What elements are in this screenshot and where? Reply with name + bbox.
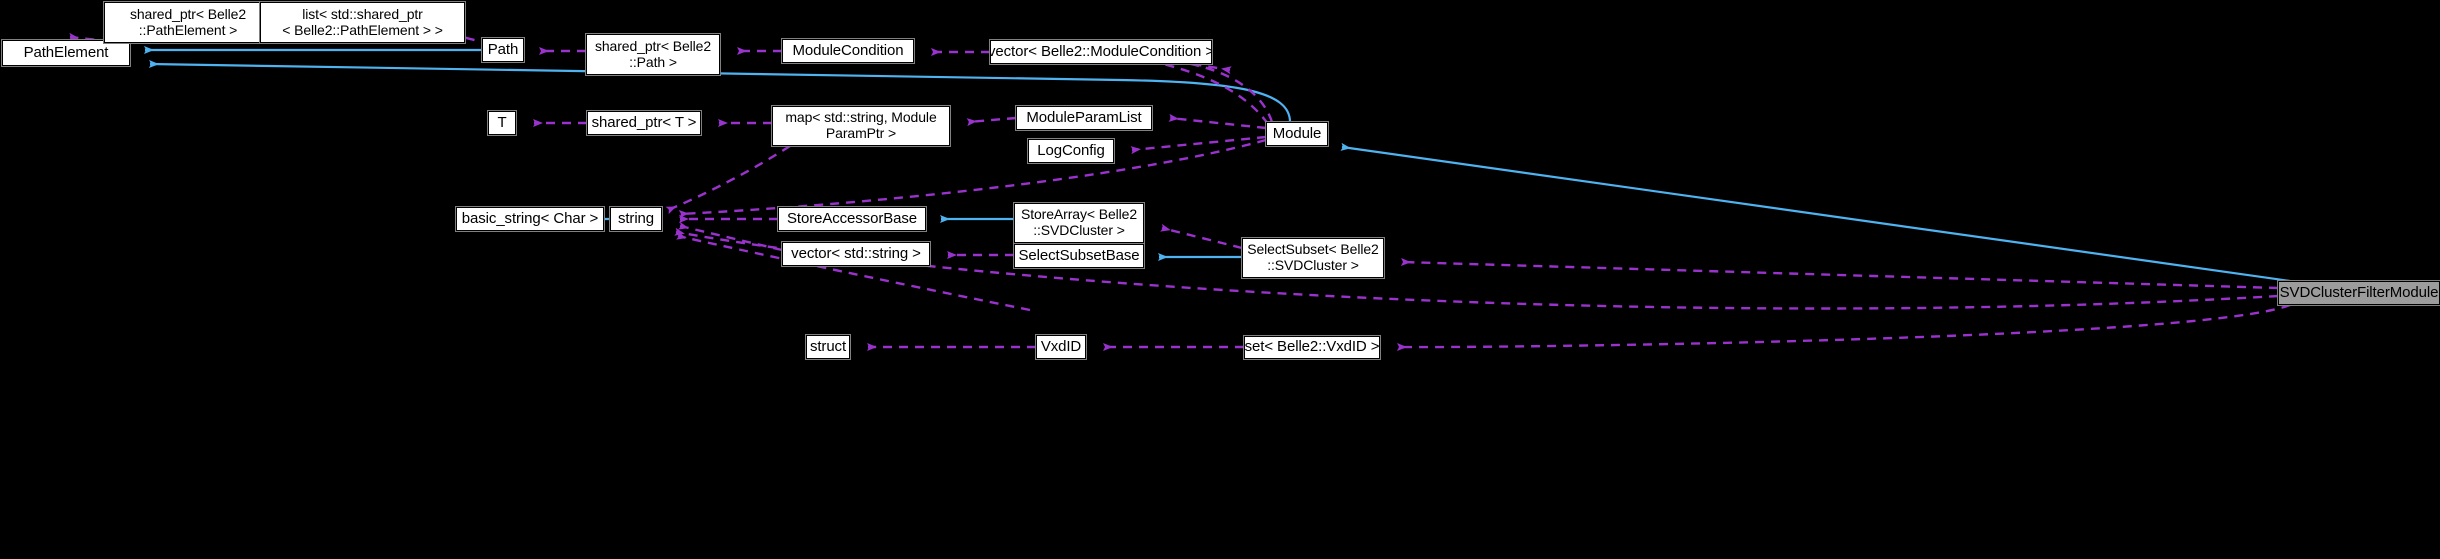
node-shared-ptr-pathelement[interactable]: shared_ptr< Belle2 ::PathElement >	[103, 1, 273, 44]
edge-module-to-string	[678, 138, 1267, 219]
inheritance-edges	[144, 46, 2291, 283]
edge-svdclusterfilter-to-module	[1340, 142, 2291, 283]
edge-svdclusterfilter-to-selectsubset	[1400, 257, 2279, 290]
edge-module-to-vectormodulecondition	[1144, 55, 1269, 125]
edge-moduleparamlist-to-map	[966, 116, 1017, 127]
node-label: StoreArray< Belle2 ::SVDCluster >	[1020, 206, 1138, 238]
node-moduleparamlist[interactable]: ModuleParamList	[1015, 105, 1153, 131]
node-label: ModuleParamList	[1026, 108, 1142, 126]
edge-lower-to-string	[676, 231, 1031, 312]
edge-module-to-vectormodulecondition-helper	[1179, 60, 1274, 123]
node-label: struct	[809, 337, 847, 355]
node-vector-string[interactable]: vector< std::string >	[781, 241, 931, 267]
node-label: StoreAccessorBase	[786, 209, 918, 227]
node-set-vxdid[interactable]: set< Belle2::VxdID >	[1243, 335, 1381, 360]
node-logconfig[interactable]: LogConfig	[1027, 138, 1115, 164]
node-t[interactable]: T	[487, 110, 517, 136]
node-label: SelectSubsetBase	[1018, 246, 1140, 264]
node-vxdid[interactable]: VxdID	[1035, 334, 1087, 360]
node-label: T	[497, 113, 507, 131]
edge-module-to-pathelement	[148, 59, 1292, 123]
node-label: SelectSubset< Belle2 ::SVDCluster >	[1247, 241, 1379, 273]
node-label: VxdID	[1040, 337, 1082, 355]
node-label: Path	[487, 40, 519, 58]
node-svdclusterfiltermodule[interactable]: SVDClusterFilterModule	[2277, 280, 2440, 306]
node-label: vector< Belle2::ModuleCondition >	[988, 42, 1215, 60]
node-label: Module	[1272, 124, 1322, 142]
node-map-string-moduleparamptr[interactable]: map< std::string, Module ParamPtr >	[771, 105, 951, 147]
node-list-shared-ptr-pathelement[interactable]: list< std::shared_ptr < Belle2::PathElem…	[259, 1, 466, 44]
edge-map-to-string	[665, 144, 791, 215]
node-label: shared_ptr< Belle2 ::Path >	[594, 37, 712, 70]
node-modulecondition[interactable]: ModuleCondition	[781, 38, 915, 64]
edge-module-to-moduleparamlist	[1168, 113, 1267, 130]
node-label: map< std::string, Module ParamPtr >	[785, 109, 937, 141]
node-storeaccessorbase[interactable]: StoreAccessorBase	[777, 206, 927, 232]
node-label: basic_string< Char >	[461, 209, 599, 227]
usage-edges	[68, 18, 2291, 351]
node-label: PathElement	[23, 43, 109, 61]
edge-vectorstring-to-string	[678, 221, 783, 252]
node-label: SVDClusterFilterModule	[2279, 283, 2439, 301]
node-pathelement[interactable]: PathElement	[1, 39, 131, 67]
node-struct[interactable]: struct	[805, 334, 851, 360]
node-label: list< std::shared_ptr < Belle2::PathElem…	[282, 5, 443, 38]
node-selectsubsetbase[interactable]: SelectSubsetBase	[1013, 243, 1145, 269]
node-string[interactable]: string	[609, 206, 663, 232]
edge-selectsubset-to-storearray	[1160, 223, 1243, 250]
node-label: string	[617, 209, 655, 227]
node-shared-ptr-path[interactable]: shared_ptr< Belle2 ::Path >	[585, 33, 721, 76]
node-basic-string-char[interactable]: basic_string< Char >	[455, 206, 605, 232]
node-storearray-svdcluster[interactable]: StoreArray< Belle2 ::SVDCluster >	[1013, 202, 1145, 244]
node-vector-modulecondition[interactable]: vector< Belle2::ModuleCondition >	[988, 39, 1215, 65]
edge-svdclusterfilter-to-setvxdid	[1396, 303, 2291, 351]
node-label: LogConfig	[1037, 141, 1105, 159]
node-path[interactable]: Path	[481, 37, 525, 63]
node-module[interactable]: Module	[1265, 121, 1329, 147]
node-label: shared_ptr< Belle2 ::PathElement >	[129, 5, 247, 38]
node-label: vector< std::string >	[791, 244, 921, 262]
node-label: shared_ptr< T >	[591, 113, 697, 131]
edge-svdclusterfilter-to-string	[674, 227, 2279, 310]
node-shared-ptr-t[interactable]: shared_ptr< T >	[586, 110, 702, 136]
node-label: ModuleCondition	[792, 41, 904, 59]
node-selectsubset-svdcluster[interactable]: SelectSubset< Belle2 ::SVDCluster >	[1241, 237, 1385, 279]
edge-module-to-logconfig	[1130, 135, 1267, 155]
node-label: set< Belle2::VxdID >	[1244, 338, 1380, 356]
